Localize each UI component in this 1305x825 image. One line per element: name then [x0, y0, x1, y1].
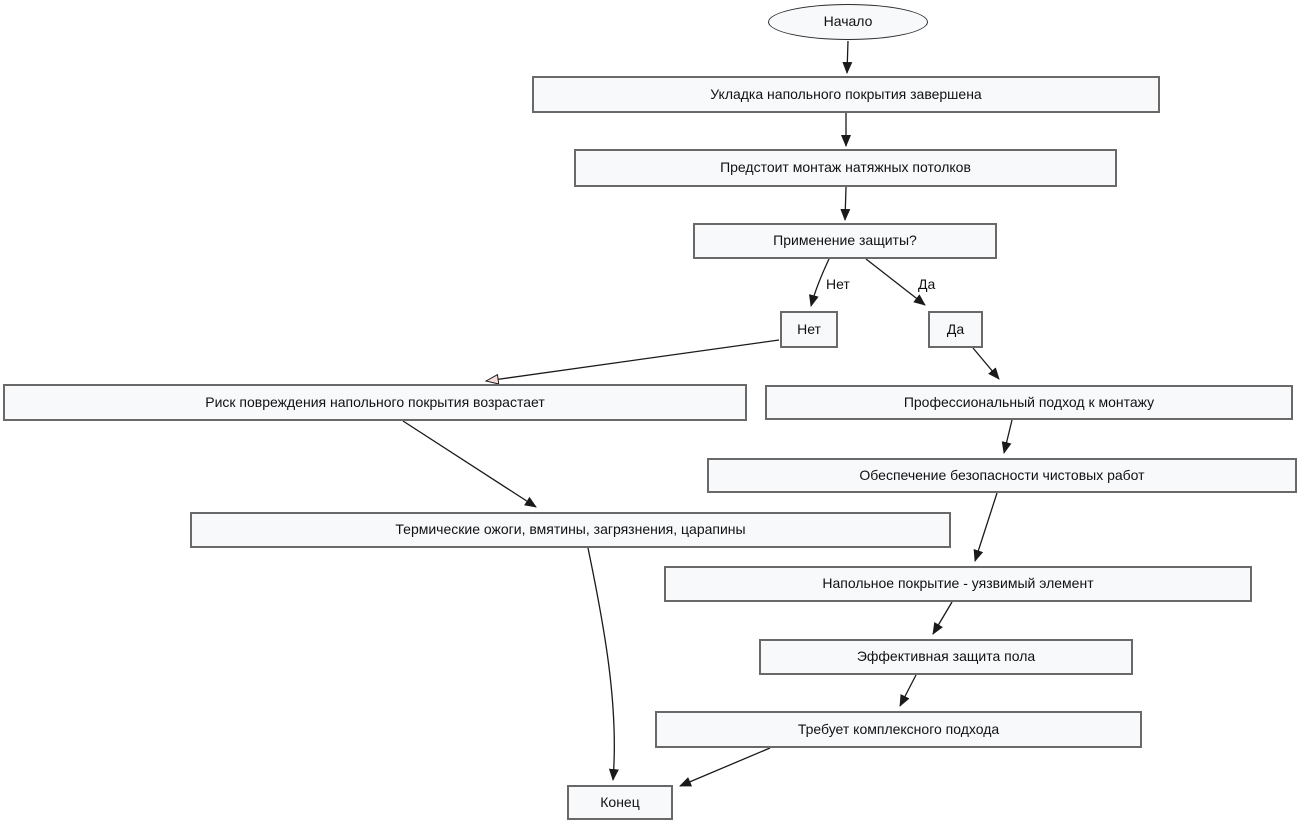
- edge-damage-end: [587, 547, 619, 781]
- edge-label-yes: Да: [916, 276, 938, 292]
- edge-protection-complex: [899, 674, 917, 707]
- node-risk: Риск повреждения напольного покрытия воз…: [3, 384, 747, 421]
- node-step1: Укладка напольного покрытия завершена: [532, 76, 1160, 113]
- node-professional: Профессиональный подход к монтажу: [765, 385, 1293, 420]
- edge-professional-safety: [1001, 419, 1013, 454]
- edge-no-risk: [486, 339, 780, 381]
- edge-step2-decision: [840, 186, 851, 221]
- edge-decision-no: [809, 258, 830, 307]
- node-no: Нет: [780, 311, 838, 348]
- edge-vulnerable-protection: [932, 601, 953, 635]
- node-start: Начало: [768, 4, 928, 40]
- edge-start-step1: [842, 40, 853, 74]
- node-decision: Применение защиты?: [693, 223, 997, 259]
- edge-complex-end: [679, 747, 771, 787]
- edge-label-no: Нет: [824, 276, 852, 292]
- node-yes: Да: [928, 311, 983, 348]
- edge-decision-yes: [865, 258, 926, 306]
- edge-safety-vulnerable: [973, 492, 998, 562]
- node-complex: Требует комплексного подхода: [655, 711, 1142, 748]
- node-safety: Обеспечение безопасности чистовых работ: [707, 458, 1297, 493]
- edge-yes-professional: [972, 347, 1000, 380]
- node-damage: Термические ожоги, вмятины, загрязнения,…: [190, 512, 951, 548]
- node-protection: Эффективная защита пола: [759, 639, 1133, 675]
- node-step2: Предстоит монтаж натяжных потолков: [574, 149, 1117, 187]
- node-vulnerable: Напольное покрытие - уязвимый элемент: [664, 566, 1252, 602]
- node-end: Конец: [567, 785, 673, 820]
- edge-risk-damage: [402, 420, 537, 508]
